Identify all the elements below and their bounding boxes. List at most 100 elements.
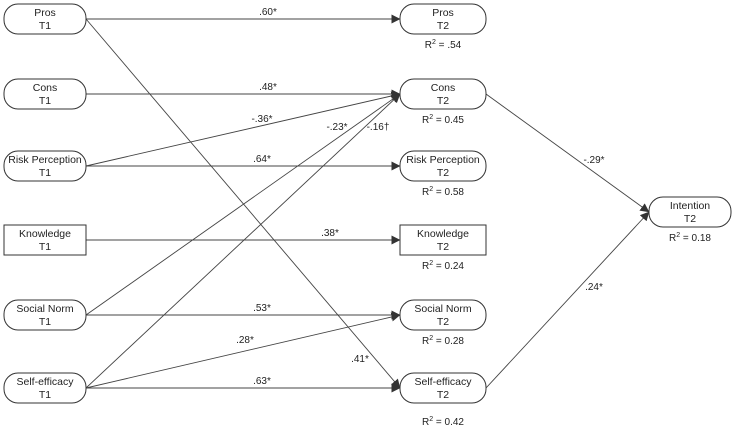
edge-coefficient-pros_t1-to-selfeff_t2: .41*	[351, 354, 369, 365]
node-box	[3, 78, 87, 110]
r-squared-label: R2 = 0.42	[422, 416, 464, 428]
edge-coefficient-pros_t1-to-pros_t2: .60*	[259, 7, 277, 18]
node-box	[399, 78, 487, 110]
edge-social_t1-to-cons_t2	[85, 93, 401, 316]
r-squared-equals: =	[433, 336, 444, 347]
node-label: Social Norm	[16, 303, 73, 315]
r-squared-value: 0.28	[445, 336, 465, 347]
r-squared-r: R	[422, 417, 429, 428]
node-time: T2	[437, 389, 449, 401]
r-squared-label: R2 = 0.24	[422, 260, 464, 272]
r-squared-exponent: 2	[429, 335, 433, 342]
node-label: Social Norm	[414, 303, 471, 315]
r-squared-equals: =	[436, 40, 447, 51]
node-label: Risk Perception	[406, 154, 480, 166]
node-time: T1	[39, 389, 51, 401]
node-box	[3, 3, 87, 35]
r-squared-r: R	[425, 40, 432, 51]
r-squared-equals: =	[433, 261, 444, 272]
edge-selfeff_t1-to-social_t2	[85, 312, 401, 389]
node-box	[648, 196, 732, 228]
edges-layer	[85, 14, 650, 393]
node-label: Knowledge	[417, 228, 469, 240]
edge-selfeff_t1-to-cons_t2	[85, 93, 401, 389]
node-box	[3, 224, 87, 256]
node-time: T2	[437, 241, 449, 253]
r-squared-r: R	[422, 115, 429, 126]
r-squared-label: R2 = .54	[425, 39, 462, 51]
r-squared-equals: =	[433, 417, 444, 428]
edge-cons_t2-to-intention_t2	[485, 93, 650, 213]
edge-risk_t1-to-cons_t2	[85, 91, 401, 167]
edge-coefficient-selfeff_t2-to-intention_t2: .24*	[585, 282, 603, 293]
node-box	[399, 224, 487, 256]
node-time: T2	[437, 167, 449, 179]
node-label: Pros	[34, 7, 56, 19]
r-squared-label: R2 = 0.58	[422, 186, 464, 198]
node-time: T2	[437, 20, 449, 32]
r-squared-value: 0.18	[692, 233, 712, 244]
r-squared-equals: =	[433, 187, 444, 198]
r-squared-r: R	[422, 336, 429, 347]
node-box	[399, 3, 487, 35]
r-squared-r: R	[422, 187, 429, 198]
edge-coefficient-risk_t1-to-risk_t2: .64*	[253, 154, 271, 165]
r-squared-exponent: 2	[429, 186, 433, 193]
r-squared-exponent: 2	[429, 416, 433, 423]
r-squared-equals: =	[433, 115, 444, 126]
edge-selfeff_t2-to-intention_t2	[485, 211, 650, 389]
edge-coefficient-selfeff_t1-to-selfeff_t2: .63*	[253, 376, 271, 387]
r-squared-value: 0.42	[445, 417, 465, 428]
r-squared-value: 0.24	[445, 261, 465, 272]
node-label: Knowledge	[19, 228, 71, 240]
edge-coefficient-risk_t1-to-cons_t2: -.36*	[251, 114, 272, 125]
node-box	[3, 150, 87, 182]
edge-coefficient-selfeff_t1-to-cons_t2: -.16†	[367, 122, 390, 133]
node-label: Risk Perception	[8, 154, 82, 166]
r-squared-r: R	[669, 233, 676, 244]
r-squared-equals: =	[680, 233, 691, 244]
node-time: T2	[437, 95, 449, 107]
r-squared-exponent: 2	[429, 260, 433, 267]
r-squared-exponent: 2	[676, 232, 680, 239]
edge-coefficient-selfeff_t1-to-social_t2: .28*	[236, 335, 254, 346]
node-time: T1	[39, 20, 51, 32]
node-time: T2	[684, 213, 696, 225]
r-squared-label: R2 = 0.18	[669, 232, 711, 244]
node-box	[399, 150, 487, 182]
edge-coefficient-cons_t2-to-intention_t2: -.29*	[583, 155, 604, 166]
labels-layer: .60* .41* .48* -.36* .64* .38* -.23* .53* -.16†.…	[236, 7, 605, 387]
r-squared-label: R2 = 0.28	[422, 335, 464, 347]
edge-coefficient-social_t1-to-cons_t2: -.23*	[326, 122, 347, 133]
r-squared-value: 0.45	[445, 115, 465, 126]
r-squared-exponent: 2	[432, 39, 436, 46]
r-squared-label: R2 = 0.45	[422, 114, 464, 126]
node-box	[399, 372, 487, 404]
r-squared-value: 0.58	[445, 187, 465, 198]
edge-coefficient-social_t1-to-social_t2: .53*	[253, 303, 271, 314]
edge-pros_t1-to-selfeff_t2	[85, 18, 401, 389]
node-box	[3, 299, 87, 331]
edge-coefficient-knowledge_t1-to-knowledge_t2: .38*	[321, 228, 339, 239]
r-squared-exponent: 2	[429, 114, 433, 121]
edge-coefficient-cons_t1-to-cons_t2: .48*	[259, 82, 277, 93]
node-box	[3, 372, 87, 404]
node-time: T2	[437, 316, 449, 328]
r-squared-value: .54	[447, 40, 461, 51]
r-squared-r: R	[422, 261, 429, 272]
